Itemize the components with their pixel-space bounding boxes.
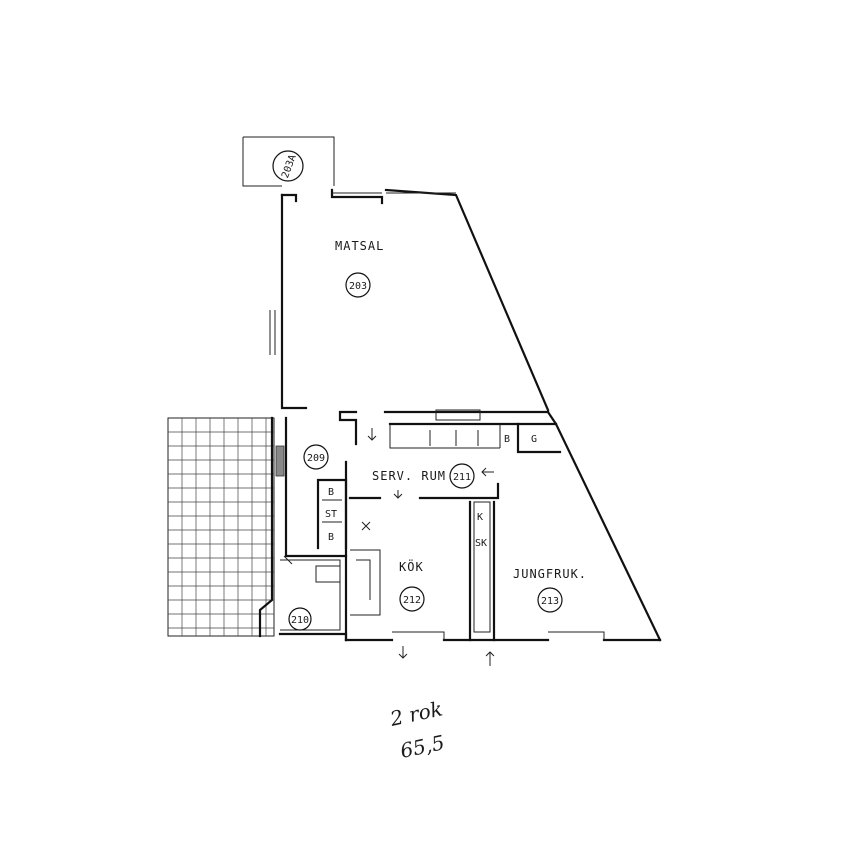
handwritten-area: 65,5 bbox=[398, 730, 447, 763]
room-name-kok: KÖK bbox=[399, 558, 424, 574]
room-name-matsal: MATSAL bbox=[335, 239, 384, 253]
fixture-b3: B bbox=[504, 434, 510, 445]
fixture-sk: SK bbox=[475, 538, 487, 549]
room-name-serv-rum: SERV. RUM bbox=[372, 469, 446, 483]
room-number-210: 210 bbox=[288, 607, 312, 631]
svg-text:212: 212 bbox=[403, 595, 421, 606]
handwritten-rooms: 2 rok bbox=[387, 696, 445, 731]
fixture-b2: B bbox=[328, 532, 334, 543]
stairwell-grid bbox=[167, 416, 285, 638]
svg-text:213: 213 bbox=[541, 596, 559, 607]
room-name-jungfruk: JUNGFRUK. bbox=[513, 567, 587, 581]
svg-text:203: 203 bbox=[349, 281, 367, 292]
room-number-209: 209 bbox=[303, 444, 329, 470]
room-number-211: 211 bbox=[449, 463, 475, 489]
room-number-213: 213 bbox=[537, 587, 563, 613]
svg-text:210: 210 bbox=[291, 615, 309, 626]
fixture-k: K bbox=[477, 512, 483, 523]
room-number-203: 203 bbox=[345, 272, 371, 298]
fixture-g: G bbox=[531, 434, 537, 445]
room-number-212: 212 bbox=[399, 586, 425, 612]
svg-text:209: 209 bbox=[307, 453, 325, 464]
arrow-icons bbox=[283, 428, 495, 666]
svg-text:211: 211 bbox=[453, 472, 471, 483]
lower-walls bbox=[278, 410, 662, 642]
fixture-st: ST bbox=[325, 509, 337, 520]
service-rooms bbox=[280, 416, 348, 631]
fixture-b1: B bbox=[328, 487, 334, 498]
balcony-203a: 203A bbox=[242, 136, 335, 187]
matsal-walls bbox=[269, 188, 550, 421]
